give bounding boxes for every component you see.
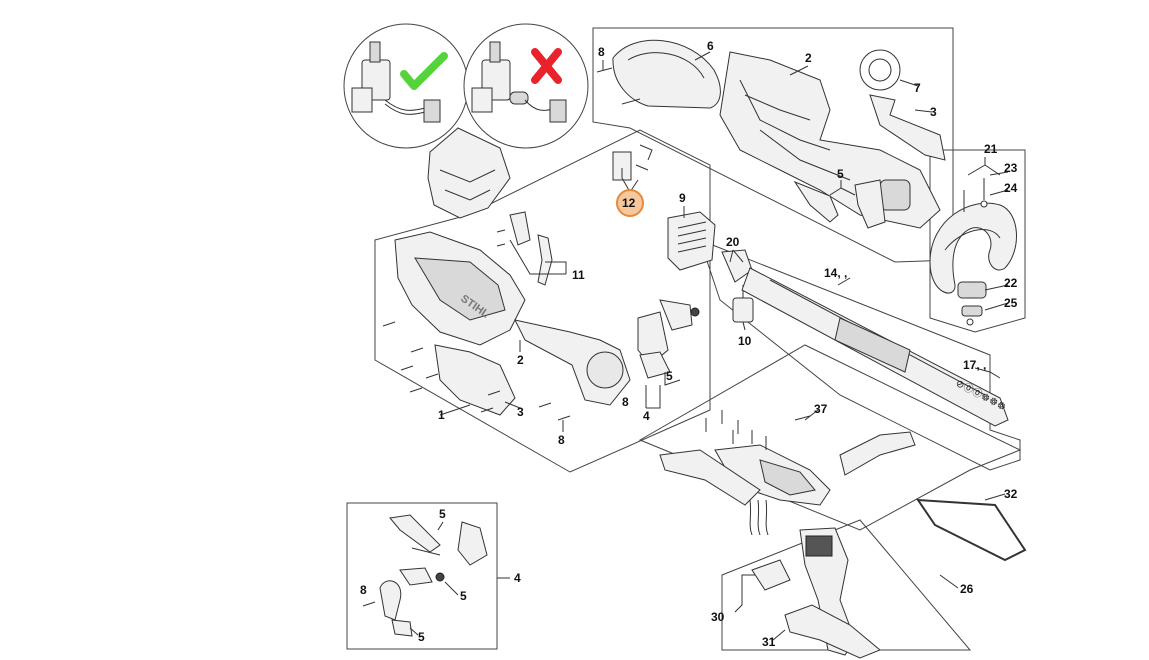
motor-cover-4: [637, 299, 700, 379]
drive-shaft-14: ⊘⓪⓪☸☸☸: [741, 267, 1009, 427]
inset-incorrect: [463, 23, 589, 149]
label-26: 26: [960, 582, 974, 596]
label-20: 20: [726, 235, 740, 249]
label-1: 1: [438, 408, 445, 422]
label-7: 7: [914, 81, 921, 95]
housing-half-3: [434, 344, 516, 416]
screws-loop-handle: [963, 178, 988, 326]
electronic-module-9: [667, 211, 716, 271]
part-31: [784, 604, 881, 659]
label-6: 6: [707, 39, 714, 53]
label-25: 25: [1004, 296, 1018, 310]
part-3-top: [869, 94, 946, 161]
trigger-parts-top: [793, 179, 886, 229]
highlight-callout-12: [616, 189, 644, 217]
label-17: 17, ,: [963, 358, 986, 372]
top-cover-6: [612, 39, 721, 109]
group-outline-shaft: [699, 239, 1021, 471]
label-37: 37: [814, 402, 828, 416]
inset-correct: [343, 23, 469, 149]
label-30: 30: [711, 610, 725, 624]
label-14: 14, ,: [824, 266, 847, 280]
label-5-detail-c: 5: [418, 630, 425, 644]
detail-box-4: [346, 502, 498, 650]
label-3-top: 3: [930, 105, 937, 119]
screws-handle-37: [705, 410, 811, 450]
label-10: 10: [738, 334, 752, 348]
label-5-detail-a: 5: [439, 507, 446, 521]
label-12: 12: [622, 196, 636, 210]
label-8-housing: 8: [558, 433, 565, 447]
part-30: [751, 559, 791, 591]
bail-32: [916, 498, 1027, 562]
screws-housing-8: [382, 321, 571, 421]
screw-top-8: [596, 67, 641, 105]
label-4-detail: 4: [514, 571, 521, 585]
label-8-center: 8: [622, 395, 629, 409]
label-32: 32: [1004, 487, 1018, 501]
detail-4-parts: [362, 514, 488, 637]
checkmark-icon: [400, 52, 448, 90]
cross-icon: [531, 48, 562, 84]
label-2-housing: 2: [517, 353, 524, 367]
switch-lever-11: [496, 211, 553, 286]
label-23: 23: [1004, 161, 1018, 175]
group-outline-housing: [374, 129, 711, 473]
ring-7: [859, 49, 901, 91]
group-outline-handle: [638, 344, 1022, 531]
group-outline-top: [592, 27, 954, 263]
group-outline-loop-handle: [929, 149, 1026, 333]
label-3-housing: 3: [517, 405, 524, 419]
contact-12: [612, 144, 653, 181]
battery-cover: [427, 127, 511, 219]
label-22: 22: [1004, 276, 1018, 290]
label-31: 31: [762, 635, 776, 649]
label-5-top: 5: [837, 167, 844, 181]
label-24: 24: [1004, 181, 1018, 195]
top-housing-2: [719, 51, 941, 229]
label-5-center: 5: [666, 369, 673, 383]
rear-handle: [659, 431, 916, 506]
label-5-detail-b: 5: [460, 589, 467, 603]
label-8-top: 8: [598, 45, 605, 59]
label-21: 21: [984, 142, 998, 156]
label-9: 9: [679, 191, 686, 205]
loop-handle: [929, 202, 1017, 317]
label-4-center: 4: [643, 409, 650, 423]
part-labels: 1 2 2 3 3 4 4 5 5 5 5 5 6 7 8 8 8 8 9 10…: [360, 39, 1018, 649]
label-8-detail: 8: [360, 583, 367, 597]
leader-lines: [409, 51, 1009, 641]
label-11: 11: [572, 268, 585, 282]
main-housing-2: STIHL: [394, 231, 631, 406]
wiring-harness: [749, 499, 769, 536]
label-2-top: 2: [805, 51, 812, 65]
